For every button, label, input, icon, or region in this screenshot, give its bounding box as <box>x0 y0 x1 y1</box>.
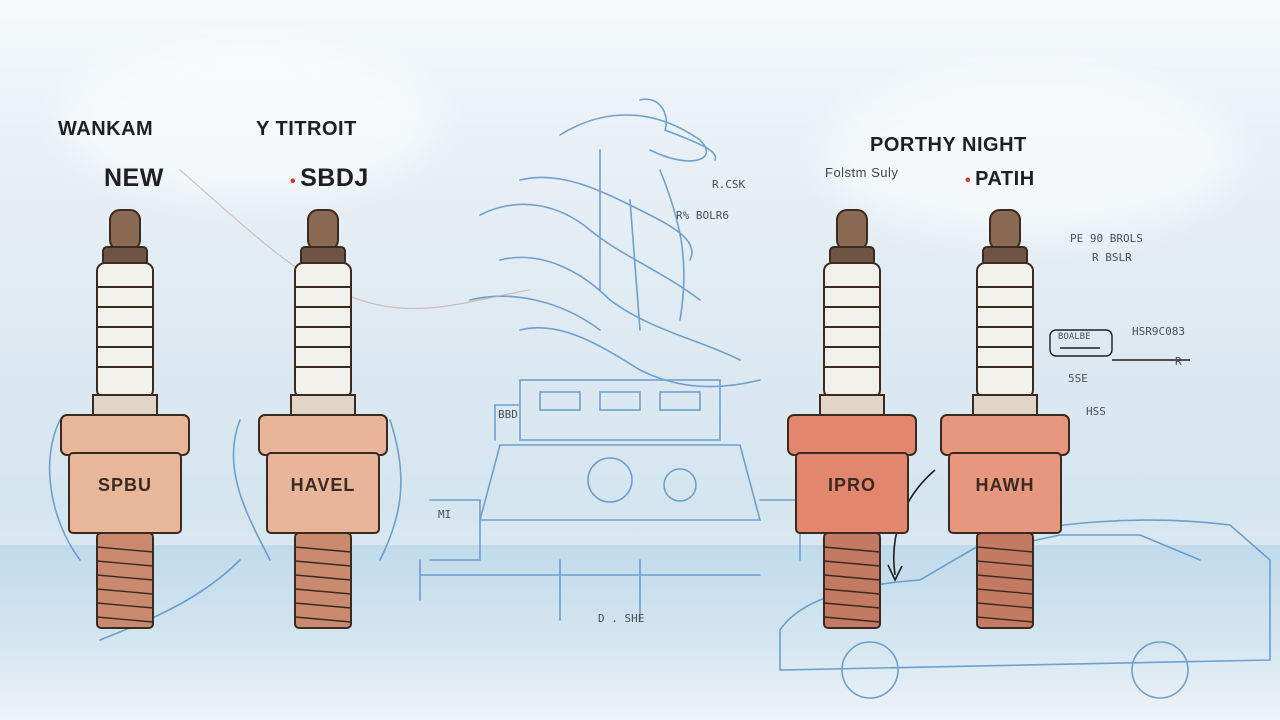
note: R <box>1175 355 1182 368</box>
spark-plug-4 <box>940 209 1070 629</box>
red-dot-icon: • <box>290 173 297 190</box>
label-sbdj-text: SBDJ <box>300 164 369 192</box>
note: MI <box>438 508 452 521</box>
note: PE 90 BROLS <box>1070 232 1143 245</box>
label-folsm: Folstm Suly <box>825 165 899 180</box>
spark-plug-2 <box>258 209 388 629</box>
note: D . SHE <box>598 612 645 625</box>
note: HSS <box>1086 405 1106 418</box>
spark-plug-3-label: IPRO <box>827 475 876 495</box>
note: BOALBE <box>1058 332 1091 342</box>
note: HSR9C083 <box>1132 325 1185 338</box>
spark-plug-3 <box>787 209 917 629</box>
label-new: NEW <box>104 164 164 192</box>
note: R BSLR <box>1092 251 1132 264</box>
label-wankam: WANKAM <box>58 118 154 140</box>
label-titroit: Y TITROIT <box>256 118 357 140</box>
label-porthy: PORTHY NIGHT <box>870 134 1027 156</box>
note: 5SE <box>1068 372 1088 385</box>
spark-plug-1-label: SPBU <box>97 475 152 495</box>
spark-plug-4-label: HAWH <box>975 475 1035 495</box>
spark-plug-2-label: HAVEL <box>290 475 356 495</box>
note: R.CSK <box>712 178 746 191</box>
label-patih-text: PATIH <box>975 168 1035 190</box>
red-dot-icon: • <box>965 172 972 189</box>
label-patih: •PATIH <box>965 168 1035 191</box>
background-cloud <box>820 70 1240 240</box>
label-sbdj: •SBDJ <box>290 164 369 193</box>
background-cloud <box>60 40 440 200</box>
spark-plug-body <box>60 209 190 629</box>
spark-plug-1 <box>60 209 190 629</box>
note: R% BOLR6 <box>676 209 729 222</box>
note: BBD <box>498 408 518 421</box>
